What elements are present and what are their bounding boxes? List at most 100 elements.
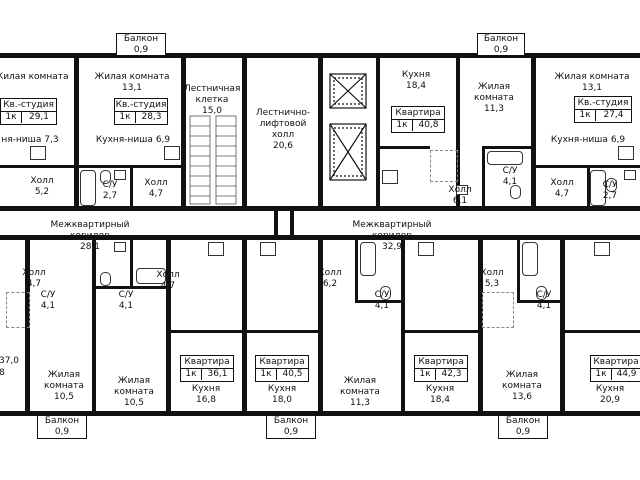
room-label: Холл 5,3 [470, 268, 514, 290]
bathtub-icon [590, 170, 606, 206]
room-name: Межквартирный коридор [352, 220, 432, 241]
wall [0, 165, 74, 168]
room-name: С/У [602, 180, 618, 190]
room-label: Холл 4,7 [12, 268, 56, 290]
room-label: 37,0 [0, 356, 20, 367]
corridor-label: Межквартирный коридор 28,1 [50, 220, 130, 253]
toilet-icon [100, 170, 111, 184]
room-name: Лестнично-лифтовой холл [255, 108, 311, 140]
door-swing [482, 292, 514, 328]
balcony-label: Балкон [505, 416, 541, 426]
room-label: Кухня 16,8 [176, 384, 236, 406]
room-name: Холл [448, 185, 472, 195]
room-label: Жилая комната 11,3 [466, 82, 522, 115]
room-label: Жилая комната [0, 72, 72, 83]
sink-icon [114, 242, 126, 252]
balcony-area: 0,9 [493, 45, 509, 55]
balcony-label: Балкон [273, 416, 309, 426]
wall [456, 53, 460, 211]
stove-icon [164, 146, 180, 160]
sink-icon [114, 170, 126, 180]
room-area: 8 [0, 368, 5, 378]
room-label: Кухня 18,0 [252, 384, 312, 406]
room-label: Холл 6,1 [440, 185, 480, 207]
room-label: Холл 5,2 [20, 176, 64, 198]
stove-icon [30, 146, 46, 160]
balcony-label: Балкон [44, 416, 80, 426]
apartment-area: 36,1 [207, 369, 228, 379]
bathtub-icon [487, 151, 523, 165]
apartment-area: 40,5 [282, 369, 303, 379]
room-area: 2,7 [602, 191, 618, 201]
balcony-area: 0,9 [283, 427, 299, 437]
room-name: Жилая комната [0, 72, 69, 82]
stove-icon [382, 170, 398, 184]
apartment-type: Квартира [593, 357, 639, 367]
room-name: Жилая комната [44, 370, 84, 391]
wall [242, 235, 247, 416]
wall [318, 53, 323, 211]
toilet-icon [606, 178, 617, 192]
toilet-icon [380, 286, 391, 300]
room-name: Холл [144, 178, 168, 188]
room-area: 4,7 [26, 279, 42, 289]
apartment-rooms: 1к [392, 120, 413, 131]
stove-icon [594, 242, 610, 256]
balcony-area: 0,9 [133, 45, 149, 55]
room-name: С/У [40, 290, 56, 300]
wall [376, 53, 380, 211]
balcony-label: Балкон [483, 34, 519, 44]
apartment-type: Кв.-студия [577, 98, 629, 108]
room-label: Лестничная клетка 15,0 [184, 84, 240, 117]
room-name: С/У [374, 290, 390, 300]
wall [171, 330, 242, 333]
room-name: С/У [118, 290, 134, 300]
balcony: Балкон 0,9 [116, 33, 166, 56]
room-area: 18,4 [405, 81, 427, 91]
apartment-area: 27,4 [603, 110, 624, 120]
wall [130, 240, 133, 289]
room-label: Жилая комната 10,5 [104, 376, 164, 409]
apartment-rooms: 1к [415, 369, 436, 380]
room-area: 6,2 [322, 279, 338, 289]
bathtub-icon [136, 268, 166, 284]
room-area: 32,9 [381, 242, 403, 252]
room-area: 37,0 [0, 356, 20, 366]
room-label: Кухня-ниша 6,9 [86, 135, 180, 146]
room-area: 28,1 [79, 242, 101, 252]
room-name: Кухня [267, 384, 297, 394]
room-area: 20,9 [599, 395, 621, 405]
room-label: С/У 2,7 [92, 180, 128, 202]
room-name: Холл [318, 268, 342, 278]
room-name: Жилая комната [114, 376, 154, 397]
apartment-type: Квартира [418, 357, 464, 367]
room-label: С/У 2,7 [592, 180, 628, 202]
room-area: 13,1 [121, 83, 143, 93]
room-label: Лестнично-лифтовой холл 20,6 [250, 108, 316, 152]
wall [166, 235, 171, 416]
stove-icon [618, 146, 634, 160]
wall [355, 240, 358, 300]
room-label: Кухня-ниша 6,9 [540, 135, 636, 146]
room-name: Холл [156, 270, 180, 280]
stove-icon [208, 242, 224, 256]
room-area: 11,3 [349, 398, 371, 408]
wall [130, 165, 133, 206]
balcony-area: 0,9 [54, 427, 70, 437]
sink-icon [456, 185, 468, 195]
room-label: С/У 4,1 [492, 166, 528, 188]
room-area: 2,7 [102, 191, 118, 201]
room-name: Жилая комната [554, 72, 630, 82]
apartment-rooms: 1к [181, 369, 202, 380]
wall [482, 146, 532, 149]
room-name: Кухня [401, 70, 431, 80]
room-area: 18,0 [271, 395, 293, 405]
